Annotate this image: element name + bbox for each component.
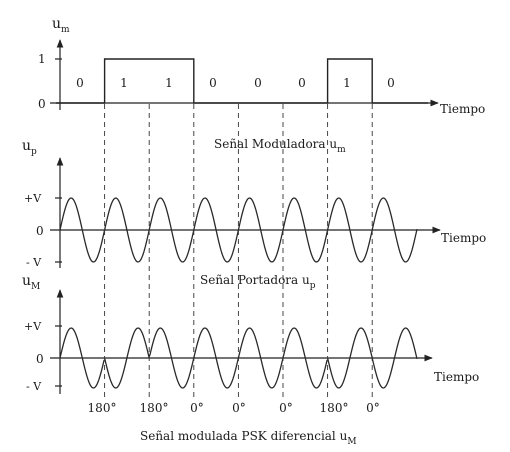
bit-label: 0	[209, 76, 217, 90]
modulated-panel: uM +V 0 - V Tiempo 180° 180° 0° 0° 0° 18…	[22, 273, 479, 447]
phase-label: 180°	[320, 401, 349, 415]
carrier-panel: up +V 0 - V Tiempo Señal Portadora up	[22, 138, 486, 291]
carrier-tick-plus: +V	[24, 192, 42, 205]
modulating-x-axis-label: Tiempo	[440, 102, 485, 116]
phase-label: 0°	[190, 401, 204, 415]
carrier-wave	[59, 197, 418, 263]
carrier-tick-zero: 0	[36, 224, 44, 238]
modulated-caption: Señal modulada PSK diferencial uM	[140, 429, 357, 447]
bit-label: 0	[298, 76, 306, 90]
bit-label: 1	[165, 76, 173, 90]
modulated-tick-plus: +V	[24, 320, 42, 333]
phase-labels: 180° 180° 0° 0° 0° 180° 0°	[88, 401, 380, 415]
carrier-tick-minus: - V	[26, 256, 42, 269]
modulated-x-axis-label: Tiempo	[434, 370, 479, 384]
modulated-y-axis-label: uM	[22, 273, 40, 292]
phase-label: 180°	[88, 401, 117, 415]
carrier-caption: Señal Portadora up	[200, 273, 316, 291]
phase-label: 0°	[366, 401, 380, 415]
carrier-y-axis-label: up	[22, 138, 37, 157]
modulating-y-axis-label: um	[52, 16, 70, 35]
modulating-tick-0: 0	[38, 97, 46, 111]
bit-label: 0	[76, 76, 84, 90]
bit-boundaries	[104, 104, 373, 398]
phase-label: 0°	[232, 401, 246, 415]
modulating-panel: um 1 0 Tiempo 0 1 1 0 0 0 1 0 Señal Modu…	[38, 16, 485, 155]
bit-label: 1	[343, 76, 351, 90]
phase-label: 180°	[140, 401, 169, 415]
modulating-tick-1: 1	[38, 52, 46, 66]
modulating-square-wave	[56, 58, 428, 104]
modulated-tick-minus: - V	[26, 380, 42, 393]
modulating-caption: Señal Moduladora um	[214, 137, 346, 155]
modulated-tick-zero: 0	[36, 352, 44, 366]
bit-label: 0	[254, 76, 262, 90]
phase-label: 0°	[279, 401, 293, 415]
bit-label: 1	[120, 76, 128, 90]
carrier-x-axis-label: Tiempo	[441, 231, 486, 245]
bit-labels: 0 1 1 0 0 0 1 0	[76, 76, 395, 90]
bit-label: 0	[387, 76, 395, 90]
